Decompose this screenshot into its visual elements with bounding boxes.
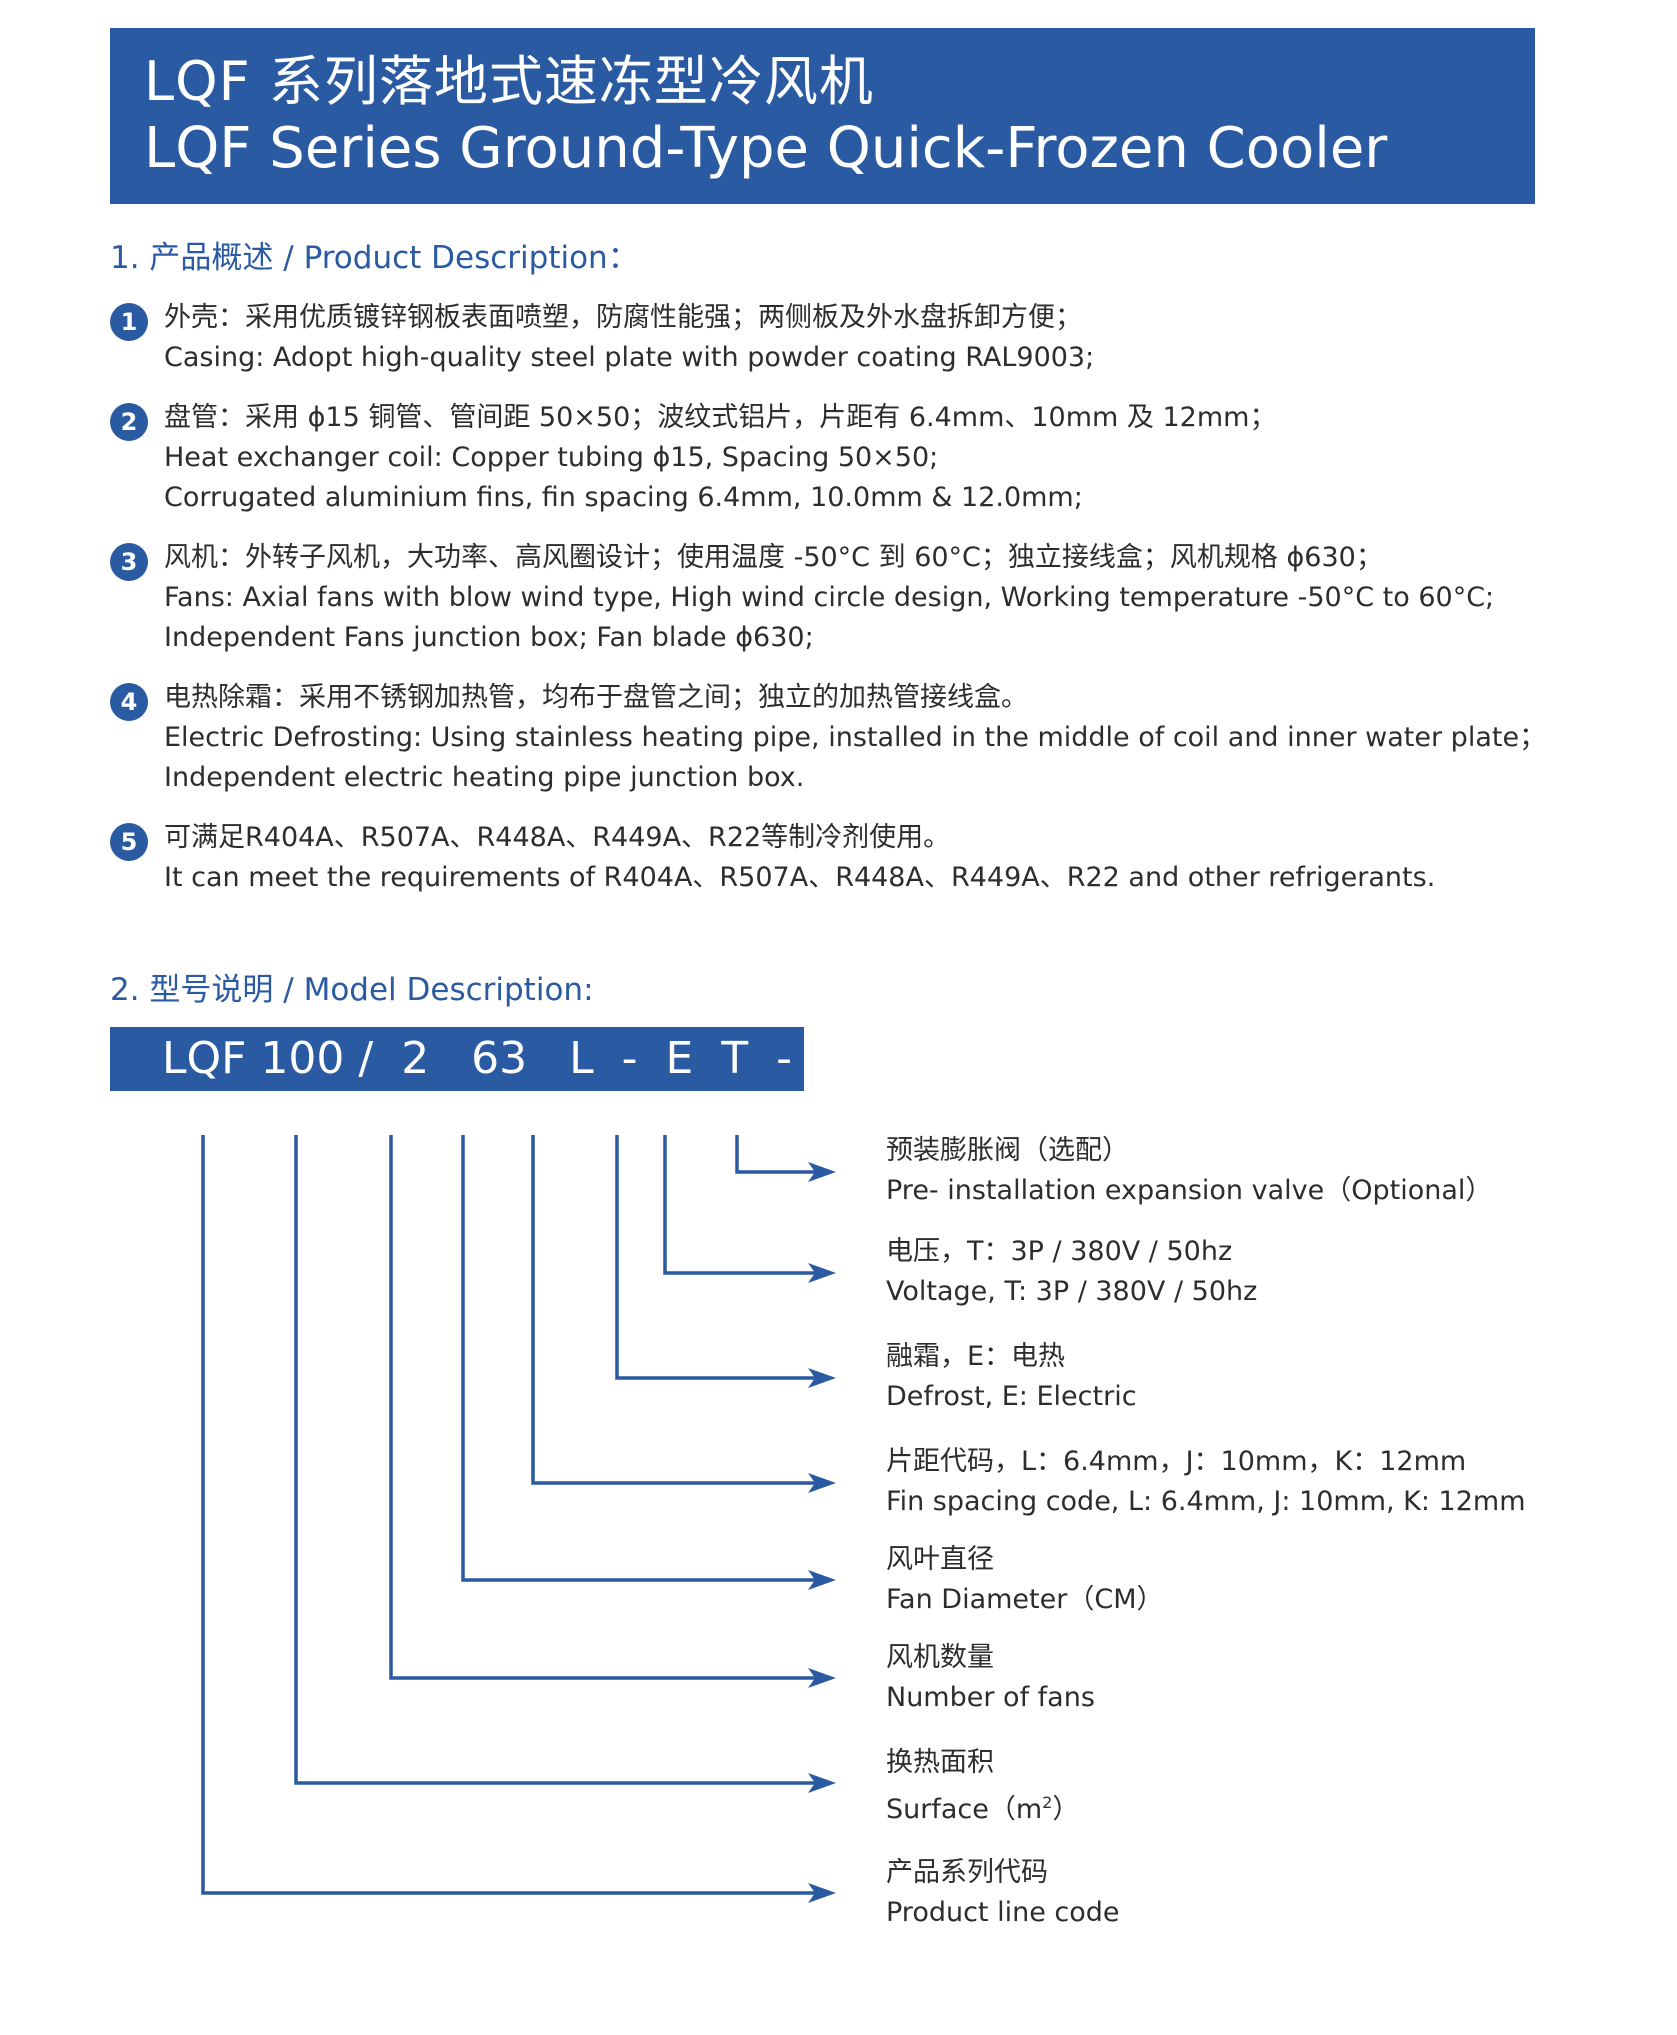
arrow-head-icon xyxy=(808,1368,836,1388)
connector-line xyxy=(663,1135,830,1275)
connector-line xyxy=(531,1135,830,1485)
connector-line xyxy=(735,1135,830,1174)
arrow-head-icon xyxy=(808,1473,836,1493)
number-badge: 1 xyxy=(110,303,148,341)
label-cn: 电压，T：3P / 380V / 50hz xyxy=(886,1236,1233,1267)
connector-line xyxy=(461,1135,830,1582)
label-en: Surface（m2） xyxy=(886,1783,1079,1830)
label-cn: 融霜，E：电热 xyxy=(886,1341,1066,1372)
item-line: Independent Fans junction box; Fan blade… xyxy=(164,622,814,653)
label-cn: 片距代码，L：6.4mm，J：10mm，K：12mm xyxy=(886,1446,1467,1477)
model-label-fin-spacing: 片距代码，L：6.4mm，J：10mm，K：12mm Fin spacing c… xyxy=(886,1442,1526,1522)
model-label-expansion-valve: 预装膨胀阀（选配） Pre- installation expansion va… xyxy=(886,1131,1492,1211)
model-code-bar: LQF 100 / 2 63 L - E T - V xyxy=(110,1027,850,1091)
item-line: Corrugated aluminium fins, fin spacing 6… xyxy=(164,482,1083,513)
label-en: Fan Diameter（CM） xyxy=(886,1584,1164,1615)
arrow-head-icon xyxy=(808,1162,836,1182)
arrow-head-icon xyxy=(808,1883,836,1903)
title-en: LQF Series Ground-Type Quick-Frozen Cool… xyxy=(144,116,1388,181)
label-cn: 产品系列代码 xyxy=(886,1857,1048,1888)
label-en: Product line code xyxy=(886,1897,1120,1928)
arrow-head-icon xyxy=(808,1263,836,1283)
product-description-heading: 1. 产品概述 / Product Description： xyxy=(110,240,639,276)
arrow-head-icon xyxy=(808,1570,836,1590)
label-en-end: ） xyxy=(1052,1794,1080,1825)
item-line: Fans: Axial fans with blow wind type, Hi… xyxy=(164,582,1495,613)
model-label-fan-count: 风机数量 Number of fans xyxy=(886,1638,1095,1718)
arrow-head-icon xyxy=(808,1668,836,1688)
model-label-fan-diameter: 风叶直径 Fan Diameter（CM） xyxy=(886,1540,1164,1620)
label-cn: 换热面积 xyxy=(886,1747,994,1778)
superscript: 2 xyxy=(1042,1793,1053,1812)
model-label-voltage: 电压，T：3P / 380V / 50hz Voltage, T: 3P / 3… xyxy=(886,1232,1257,1312)
label-cn: 预装膨胀阀（选配） xyxy=(886,1135,1129,1166)
item-line: 盘管：采用 ϕ15 铜管、管间距 50×50；波纹式铝片，片距有 6.4mm、1… xyxy=(164,402,1277,433)
connector-line xyxy=(294,1135,830,1785)
number-badge: 4 xyxy=(110,683,148,721)
item-line: 风机：外转子风机，大功率、高风圈设计；使用温度 -50°C 到 60°C；独立接… xyxy=(164,542,1383,573)
label-en: Pre- installation expansion valve（Option… xyxy=(886,1175,1493,1206)
item-line: Heat exchanger coil: Copper tubing ϕ15, … xyxy=(164,442,939,473)
label-en: Number of fans xyxy=(886,1682,1095,1713)
model-description-heading: 2. 型号说明 / Model Description: xyxy=(110,972,594,1008)
model-label-surface: 换热面积 Surface（m2） xyxy=(886,1743,1079,1830)
label-en: Fin spacing code, L: 6.4mm, J: 10mm, K: … xyxy=(886,1486,1526,1517)
item-line: Independent electric heating pipe juncti… xyxy=(164,762,805,793)
label-en: Defrost, E: Electric xyxy=(886,1381,1137,1412)
label-cn: 风叶直径 xyxy=(886,1544,994,1575)
title-banner: LQF 系列落地式速冻型冷风机 LQF Series Ground-Type Q… xyxy=(110,28,1535,204)
number-badge: 2 xyxy=(110,403,148,441)
connector-line xyxy=(615,1135,830,1380)
label-cn: 风机数量 xyxy=(886,1642,994,1673)
model-label-defrost: 融霜，E：电热 Defrost, E: Electric xyxy=(886,1337,1137,1417)
number-badge: 5 xyxy=(110,823,148,861)
model-label-product-line: 产品系列代码 Product line code xyxy=(886,1853,1120,1933)
item-line: Casing: Adopt high-quality steel plate w… xyxy=(164,342,1095,373)
title-cn: LQF 系列落地式速冻型冷风机 xyxy=(144,50,874,113)
item-line: 外壳：采用优质镀锌钢板表面喷塑，防腐性能强；两侧板及外水盘拆卸方便； xyxy=(164,302,1082,333)
arrow-head-icon xyxy=(808,1773,836,1793)
item-line: 可满足R404A、R507A、R448A、R449A、R22等制冷剂使用。 xyxy=(164,822,951,853)
connector-line xyxy=(389,1135,830,1680)
number-badge: 3 xyxy=(110,543,148,581)
item-line: Electric Defrosting: Using stainless hea… xyxy=(164,722,1547,753)
connector-line xyxy=(201,1135,830,1895)
item-line: 电热除霜：采用不锈钢加热管，均布于盘管之间；独立的加热管接线盒。 xyxy=(164,682,1028,713)
label-en-text: Surface（m xyxy=(886,1794,1043,1825)
label-en: Voltage, T: 3P / 380V / 50hz xyxy=(886,1276,1258,1307)
item-line: It can meet the requirements of R404A、R5… xyxy=(164,862,1436,893)
